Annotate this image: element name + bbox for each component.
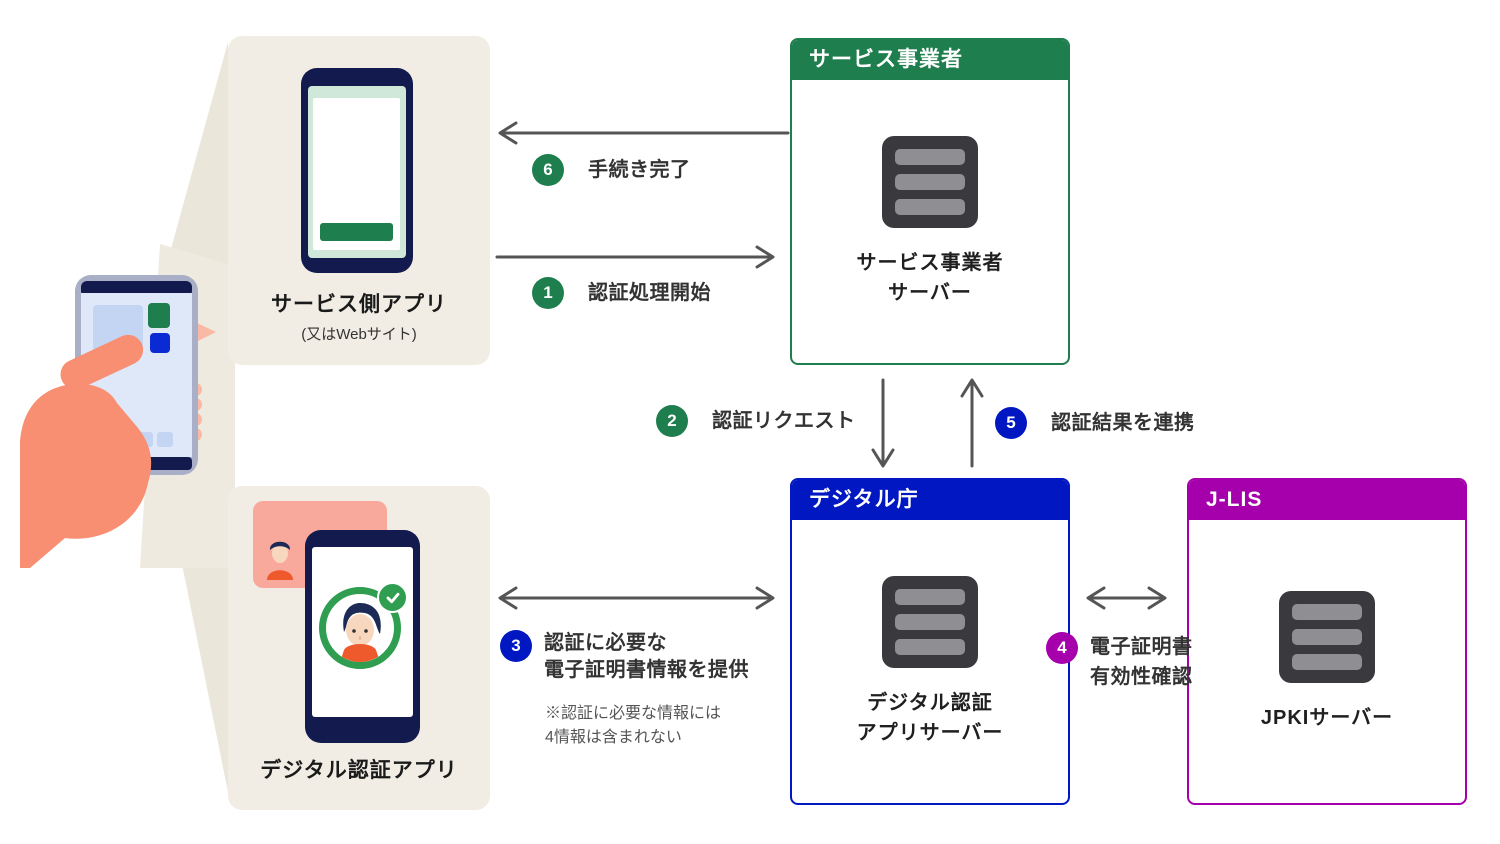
palm-and-thumb-shape — [20, 334, 152, 568]
step-4-label: 電子証明書 有効性確認 — [1090, 632, 1193, 692]
hand-holding-phone-illustration — [20, 244, 235, 568]
step-6: 6 手続き完了 — [532, 154, 691, 186]
step-2-badge: 2 — [656, 405, 688, 437]
step-5: 5 認証結果を連携 — [995, 407, 1195, 439]
arrow-step2-down — [871, 378, 895, 468]
jpki-server-line1: JPKIサーバー — [1260, 706, 1394, 729]
app-tile-green — [148, 303, 170, 328]
step-5-label: 認証結果を連携 — [1051, 412, 1195, 434]
step-6-label: 手続き完了 — [588, 159, 691, 181]
step-6-badge: 6 — [532, 154, 564, 186]
step-1: 1 認証処理開始 — [532, 277, 711, 309]
service-app-phone-illustration — [301, 68, 413, 273]
person-avatar-icon — [267, 541, 293, 580]
step-3-badge: 3 — [500, 630, 532, 662]
step-3-line2: 電子証明書情報を提供 — [544, 659, 749, 681]
arrow-step6-left — [498, 121, 790, 145]
app-tile-blue — [150, 333, 170, 353]
beam-to-service-panel — [163, 42, 228, 292]
arrow-step5-up — [960, 378, 984, 468]
step-5-badge: 5 — [995, 407, 1027, 439]
server-rack-icon — [882, 575, 978, 668]
step-3: 3 認証に必要な 電子証明書情報を提供 — [500, 630, 749, 684]
digital-auth-server-label: デジタル認証 アプリサーバー — [857, 688, 1004, 748]
step-4-line2: 有効性確認 — [1090, 666, 1193, 688]
service-server-line1: サービス事業者 — [856, 251, 1004, 274]
arrow-step3-double — [498, 586, 775, 610]
step-3-note: ※認証に必要な情報には 4情報は含まれない — [545, 702, 721, 750]
digital-auth-server-line1: デジタル認証 — [867, 691, 993, 714]
service-app-sublabel: (又はWebサイト) — [301, 326, 417, 343]
step-1-label: 認証処理開始 — [588, 282, 711, 304]
service-server-label: サービス事業者 サーバー — [857, 248, 1004, 308]
person-face-icon — [340, 603, 381, 662]
service-app-panel: サービス側アプリ (又はWebサイト) — [228, 36, 490, 365]
auth-app-phone-illustration — [305, 530, 420, 743]
step-4: 4 電子証明書 有効性確認 — [1046, 632, 1193, 692]
arrow-step4-double — [1086, 586, 1167, 610]
digital-auth-server-line2: アプリサーバー — [856, 721, 1004, 744]
jpki-server-label: JPKIサーバー — [1261, 703, 1393, 733]
step-3-note-line2: 4情報は含まれない — [545, 729, 682, 746]
jlis-box: J-LIS JPKIサーバー — [1187, 478, 1467, 805]
step-4-line1: 電子証明書 — [1090, 636, 1193, 658]
check-icon — [377, 582, 408, 613]
step-1-badge: 1 — [532, 277, 564, 309]
digital-agency-box: デジタル庁 デジタル認証 アプリサーバー — [790, 478, 1070, 805]
jlis-header: J-LIS — [1189, 480, 1465, 520]
step-3-line1: 認証に必要な — [544, 632, 667, 654]
step-2-label: 認証リクエスト — [712, 410, 856, 432]
step-3-note-line1: ※認証に必要な情報には — [545, 705, 722, 722]
server-rack-icon — [882, 135, 978, 228]
auth-app-label: デジタル認証アプリ — [260, 759, 458, 782]
service-provider-box: サービス事業者 サービス事業者 サーバー — [790, 38, 1070, 365]
step-2: 2 認証リクエスト — [656, 405, 856, 437]
arrow-step1-right — [495, 245, 775, 269]
digital-agency-header: デジタル庁 — [792, 480, 1068, 520]
phone-action-button — [320, 223, 393, 241]
server-rack-icon — [1279, 590, 1375, 683]
service-app-label: サービス側アプリ — [271, 293, 447, 316]
service-server-line2: サーバー — [888, 281, 972, 304]
step-4-badge: 4 — [1046, 632, 1078, 664]
step-3-label: 認証に必要な 電子証明書情報を提供 — [544, 630, 749, 684]
auth-app-panel: デジタル認証アプリ — [228, 486, 490, 810]
service-provider-header: サービス事業者 — [792, 40, 1068, 80]
